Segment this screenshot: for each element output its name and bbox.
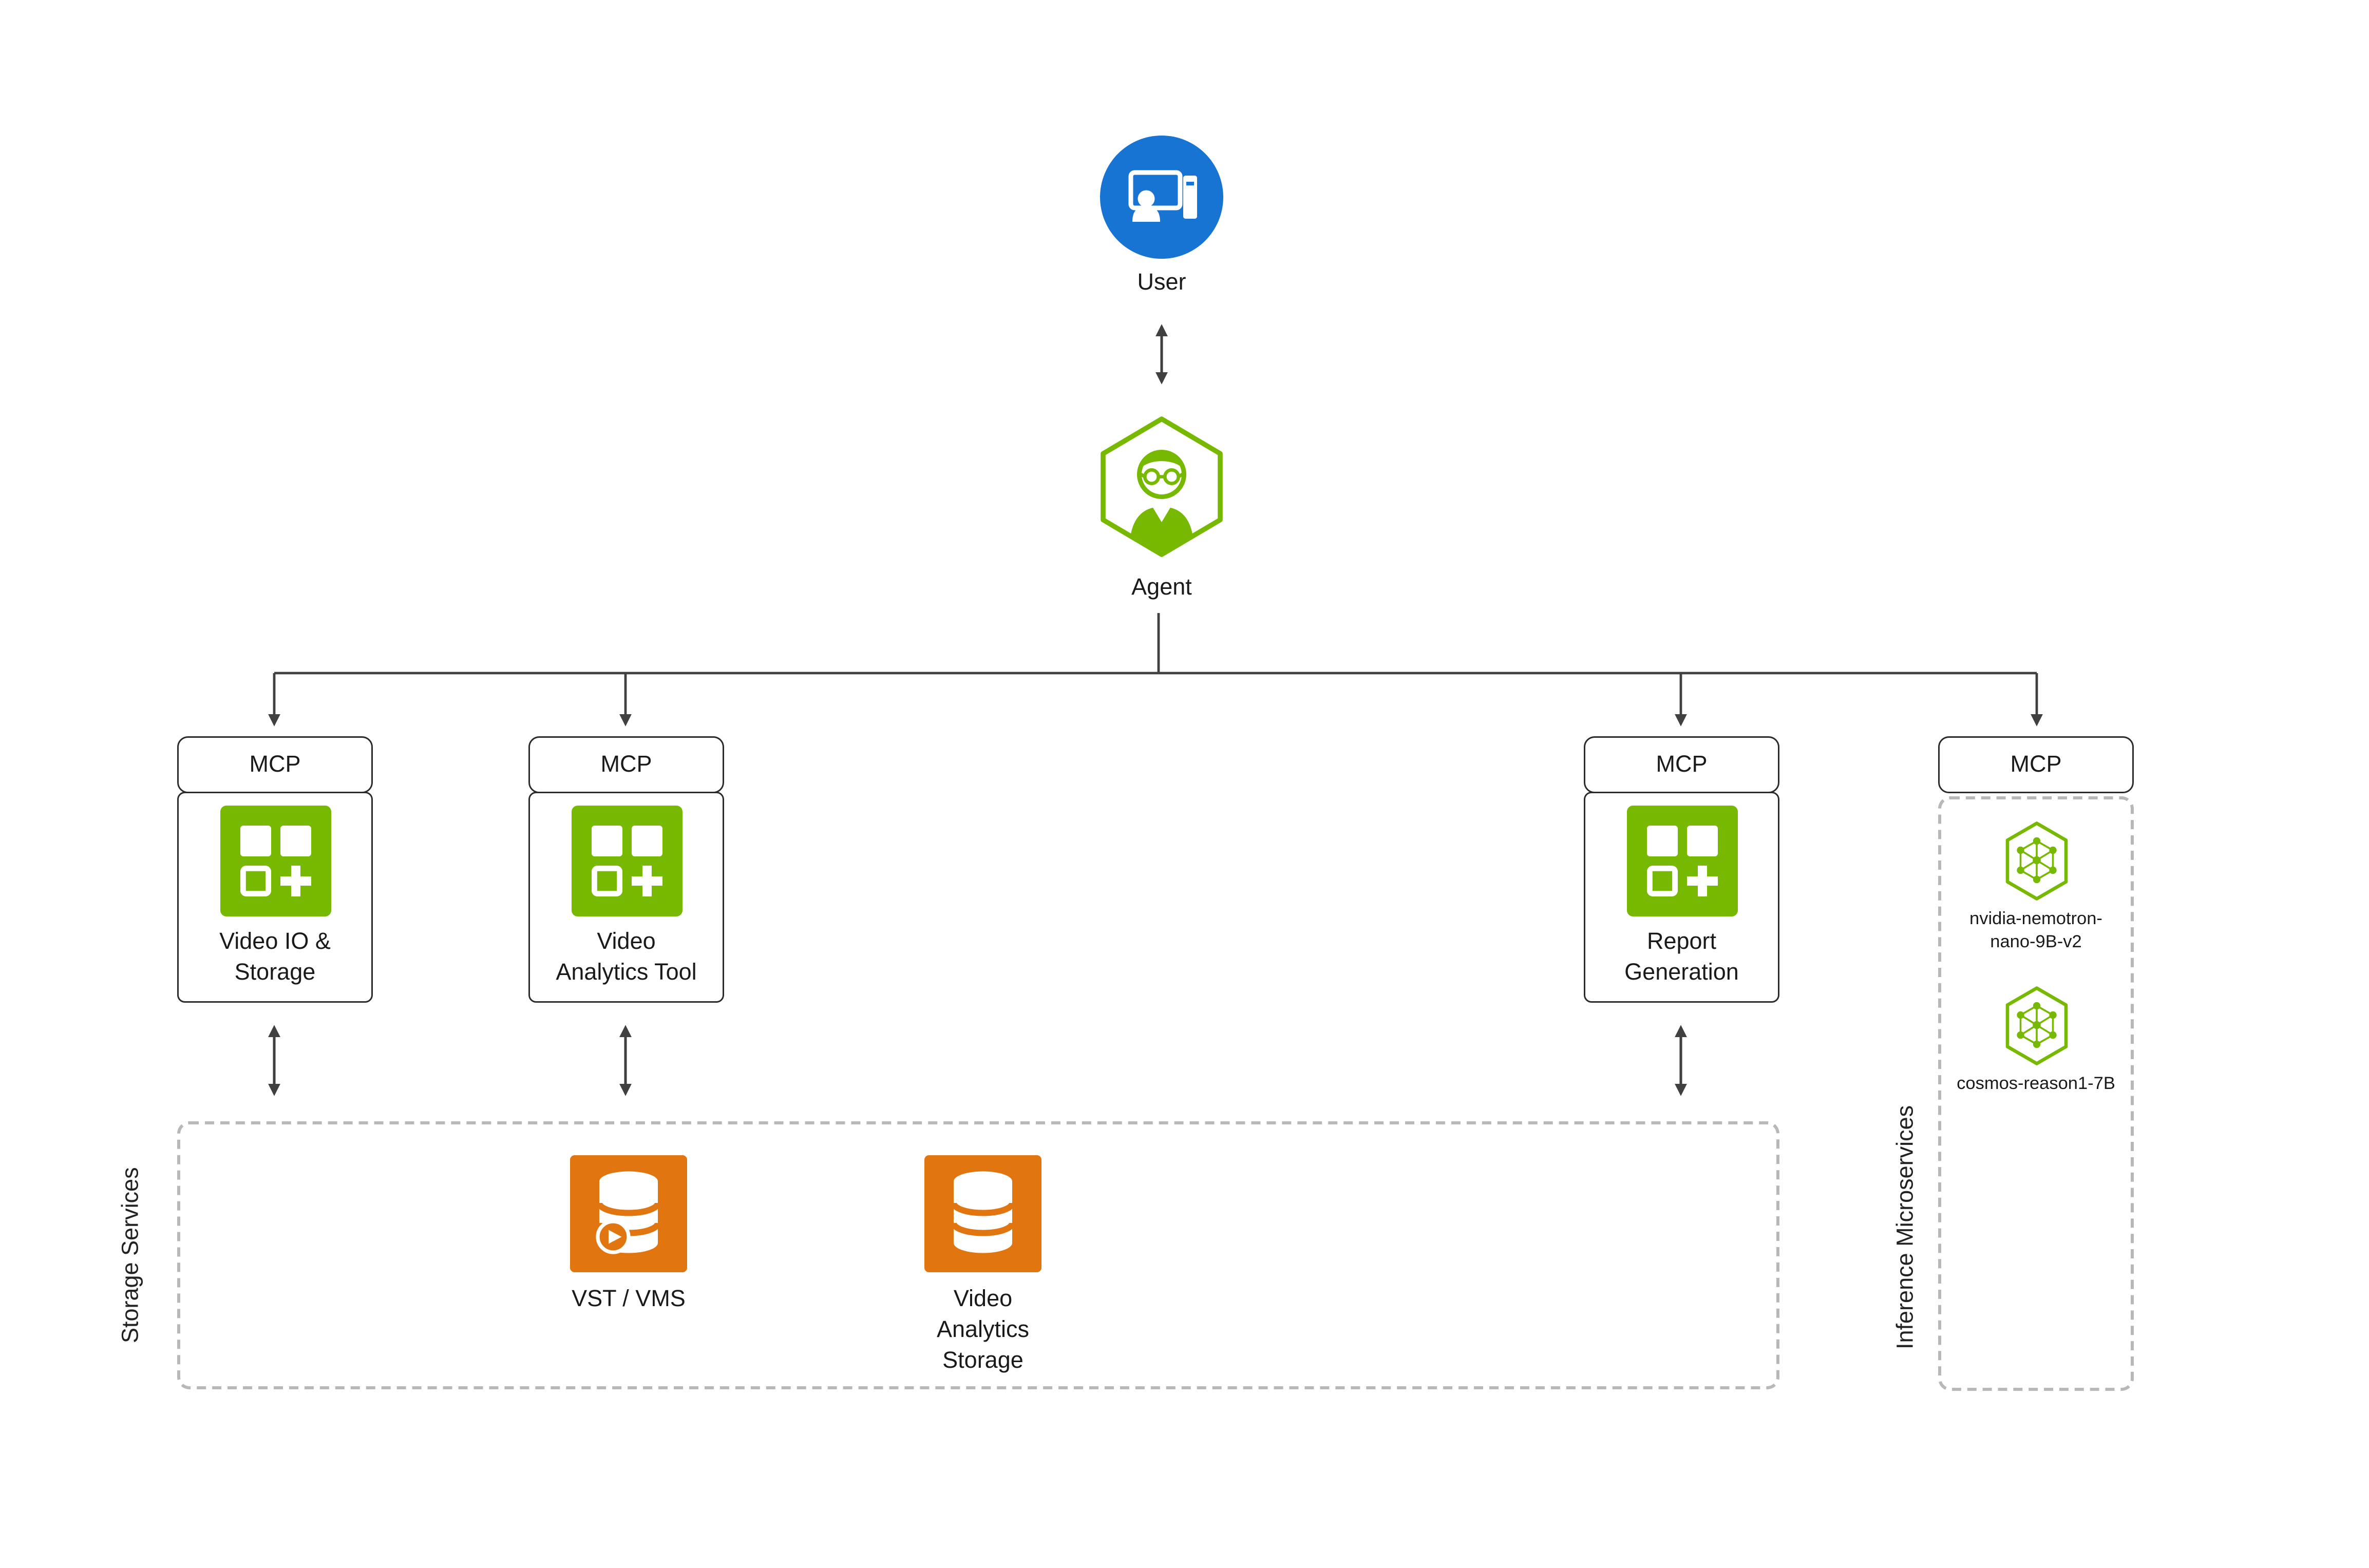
storage-services-group-label: Storage Services <box>118 1167 144 1344</box>
model-item-cosmos: cosmos-reason1-7B <box>1944 986 2129 1097</box>
inference-microservices-box: nvidia-nemotron- nano-9B-v2 cosmos-reaso… <box>1938 796 2134 1391</box>
model-item-nemotron: nvidia-nemotron- nano-9B-v2 <box>1944 821 2129 955</box>
database-icon <box>924 1155 1041 1272</box>
inference-microservices-group-label: Inference Microservices <box>1892 1105 1919 1350</box>
model-label: cosmos-reason1-7B <box>1957 1075 2115 1094</box>
video-database-icon <box>570 1155 687 1272</box>
storage-item-video-analytics-storage: Video Analytics Storage <box>918 1155 1048 1376</box>
mcp-server-video-io-storage: Video IO & Storage <box>177 792 373 1003</box>
mcp-server-report-generation: Report Generation <box>1584 792 1779 1003</box>
storage-item-vst-vms: VST / VMS <box>521 1155 736 1315</box>
mcp-server-label: Report Generation <box>1624 929 1739 986</box>
mcp-header-report-generation: MCP <box>1584 736 1779 793</box>
tools-grid-icon <box>219 806 331 916</box>
mcp-header-inference: MCP <box>1938 736 2134 793</box>
storage-item-label: VST / VMS <box>572 1286 686 1312</box>
storage-item-label: Video Analytics Storage <box>936 1286 1030 1373</box>
user-icon <box>1100 136 1223 259</box>
nim-hexagon-icon <box>2001 986 2072 1066</box>
mcp-header-video-io: MCP <box>177 736 373 793</box>
mcp-server-label: Video Analytics Tool <box>556 929 697 986</box>
tools-grid-icon <box>1626 806 1737 916</box>
mcp-header-video-analytics: MCP <box>528 736 724 793</box>
mcp-server-video-analytics-tool: Video Analytics Tool <box>528 792 724 1003</box>
tools-grid-icon <box>571 806 682 916</box>
nim-hexagon-icon <box>2001 821 2072 901</box>
mcp-server-label: Video IO & Storage <box>219 929 331 986</box>
agent-hexagon-icon <box>1097 416 1226 558</box>
model-label: nvidia-nemotron- nano-9B-v2 <box>1969 910 2102 952</box>
user-label: User <box>1137 270 1186 296</box>
agent-label: Agent <box>1131 575 1192 601</box>
